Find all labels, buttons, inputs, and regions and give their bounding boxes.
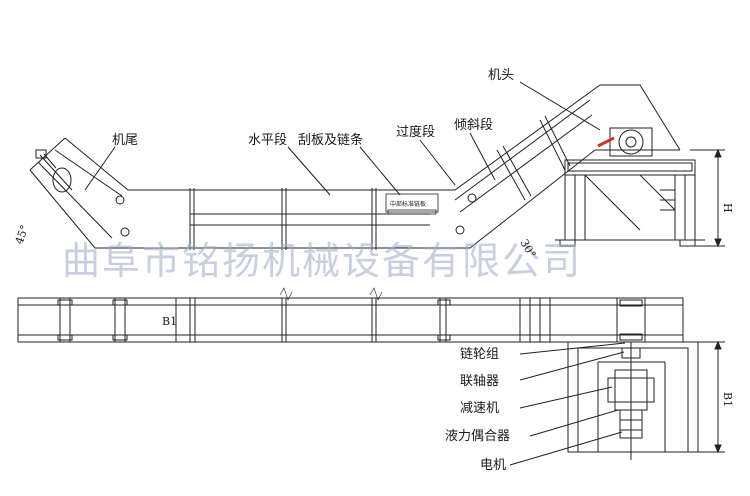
incline-section [430,84,681,249]
plate-text: 中部标准链板 [390,200,426,208]
tail-section [29,137,190,249]
height-dim: H [721,203,734,213]
label-horizontal: 水平段 [248,133,287,148]
label-coupling: 联轴器 [460,374,499,389]
angle-tail: 45° [13,223,32,246]
label-fluid-coupling: 液力偶合器 [445,429,510,444]
head-frame [555,127,705,247]
width-dim-right: B1 [721,392,734,407]
label-transition: 过度段 [396,124,435,140]
plan-view [17,297,725,466]
watermark-text: 曲阜市铭扬机械设备有限公司 [62,239,582,283]
label-scraper-chain: 刮板及链条 [298,132,363,148]
label-motor: 电机 [480,458,506,473]
label-incline: 倾斜段 [454,118,493,133]
label-reducer: 减速机 [460,401,499,416]
label-head: 机头 [488,68,514,83]
label-tail: 机尾 [112,133,138,148]
horizontal-section [189,188,439,250]
width-dim-left: B1 [162,315,177,328]
label-sprocket: 链轮组 [460,347,499,362]
